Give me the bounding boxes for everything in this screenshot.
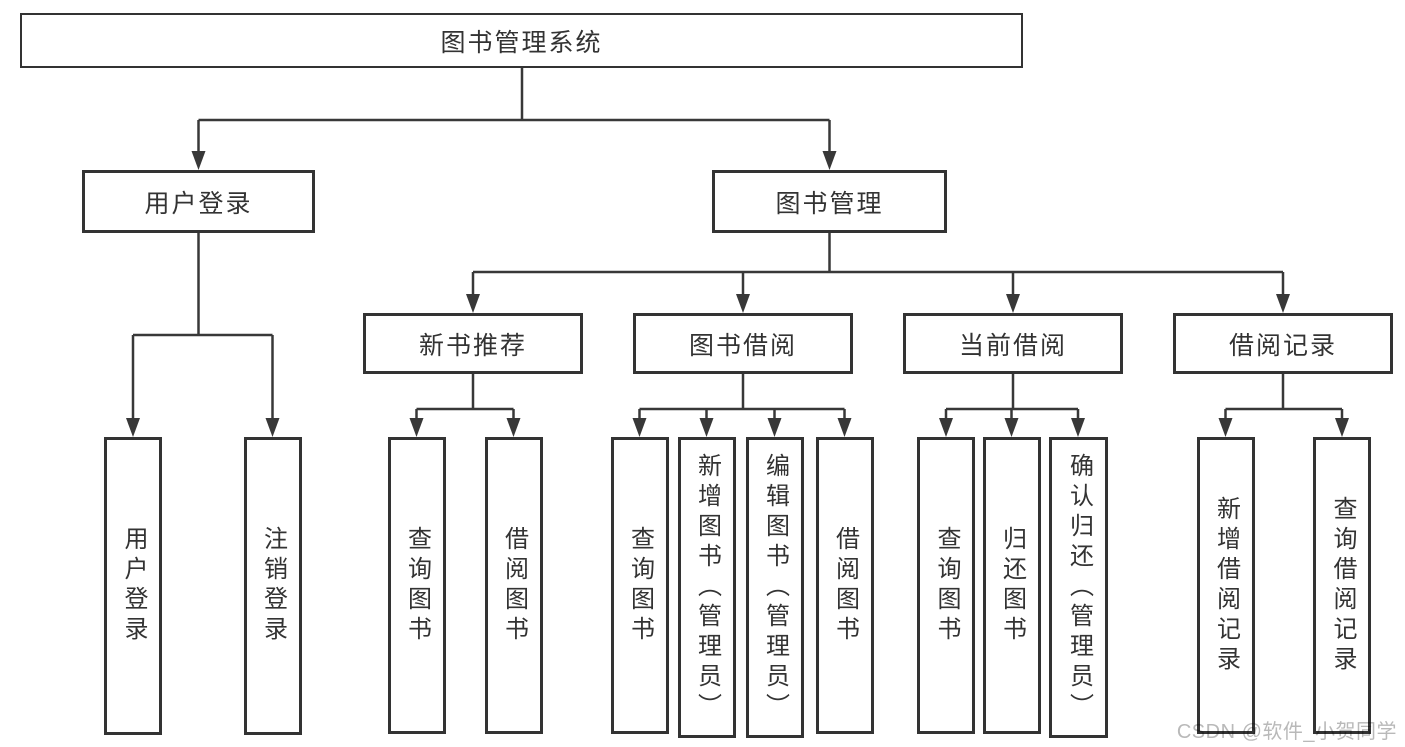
node-label: 查询图书 xyxy=(403,525,431,646)
node-borrowing-query-books: 查询图书 xyxy=(610,437,669,734)
node-label: 图书管理 xyxy=(775,189,884,218)
arrow-down-icon xyxy=(939,418,953,437)
node-new-book-recommend: 新书推荐 xyxy=(363,313,583,374)
node-book-management: 图书管理 xyxy=(712,170,947,233)
arrow-down-icon xyxy=(699,418,714,437)
arrow-down-icon xyxy=(1276,294,1290,313)
arrow-down-icon xyxy=(126,418,140,437)
node-label: 新增借阅记录 xyxy=(1212,495,1240,676)
arrow-down-icon xyxy=(265,418,280,437)
connector-book-mgmt-children xyxy=(466,233,1290,313)
node-edit-books-admin: 编辑图书（管理员） xyxy=(745,437,804,738)
connector-user-login-children xyxy=(126,233,280,437)
node-confirm-return-admin: 确认归还（管理员） xyxy=(1049,437,1108,738)
node-label: 借阅记录 xyxy=(1228,331,1337,360)
connector-borrow-records-children xyxy=(1218,374,1349,437)
node-label: 借阅图书 xyxy=(500,525,528,646)
arrow-down-icon xyxy=(466,294,480,313)
arrow-down-icon xyxy=(1071,418,1085,437)
node-book-borrowing: 图书借阅 xyxy=(633,313,853,374)
node-logout: 注销登录 xyxy=(243,437,302,735)
node-label: 查询借阅记录 xyxy=(1329,495,1356,676)
connector-book-borrow-children xyxy=(632,374,852,437)
arrow-down-icon xyxy=(736,294,750,313)
node-borrow-records: 借阅记录 xyxy=(1173,313,1393,374)
arrow-down-icon xyxy=(1006,294,1020,313)
connector-current-borrow-children xyxy=(939,374,1085,437)
node-label: 借阅图书 xyxy=(831,525,859,646)
node-label: 查询图书 xyxy=(626,525,654,646)
node-label: 用户登录 xyxy=(120,526,147,646)
node-login: 用户登录 xyxy=(104,437,162,735)
node-return-books: 归还图书 xyxy=(982,437,1041,734)
arrow-down-icon xyxy=(191,151,206,170)
arrow-down-icon xyxy=(822,151,837,170)
node-current-query-books: 查询图书 xyxy=(917,437,975,734)
arrow-down-icon xyxy=(506,418,521,437)
arrow-down-icon xyxy=(409,418,424,437)
node-label: 图书借阅 xyxy=(688,331,797,360)
node-library-management-system: 图书管理系统 xyxy=(20,13,1023,68)
node-add-books-admin: 新增图书（管理员） xyxy=(677,437,736,738)
arrow-down-icon xyxy=(1218,418,1233,437)
node-recommend-borrow-books: 借阅图书 xyxy=(484,437,543,734)
node-borrowing-borrow-books: 借阅图书 xyxy=(815,437,874,734)
arrow-down-icon xyxy=(1335,418,1349,437)
arrow-down-icon xyxy=(837,418,852,437)
arrow-down-icon xyxy=(767,418,782,437)
node-label: 新书推荐 xyxy=(418,331,527,360)
node-label: 注销登录 xyxy=(259,526,287,646)
node-label: 确认归还（管理员） xyxy=(1065,452,1093,723)
node-recommend-query-books: 查询图书 xyxy=(387,437,446,734)
connector-root-children xyxy=(191,68,837,170)
arrow-down-icon xyxy=(1004,418,1019,437)
arrow-down-icon xyxy=(632,418,647,437)
node-label: 当前借阅 xyxy=(958,331,1067,360)
node-label: 编辑图书（管理员） xyxy=(761,452,789,723)
node-current-borrowing: 当前借阅 xyxy=(903,313,1123,374)
node-label: 图书管理系统 xyxy=(440,28,603,57)
node-label: 新增图书（管理员） xyxy=(693,452,721,723)
node-label: 查询图书 xyxy=(933,525,960,646)
connector-new-book-rec-children xyxy=(409,374,521,437)
node-add-borrow-record: 新增借阅记录 xyxy=(1196,437,1255,734)
node-query-borrow-record: 查询借阅记录 xyxy=(1313,437,1371,734)
node-user-login: 用户登录 xyxy=(82,170,315,233)
node-label: 用户登录 xyxy=(144,189,253,218)
node-label: 归还图书 xyxy=(998,525,1026,646)
csdn-watermark: CSDN @软件_小贺同学 xyxy=(1176,721,1397,743)
